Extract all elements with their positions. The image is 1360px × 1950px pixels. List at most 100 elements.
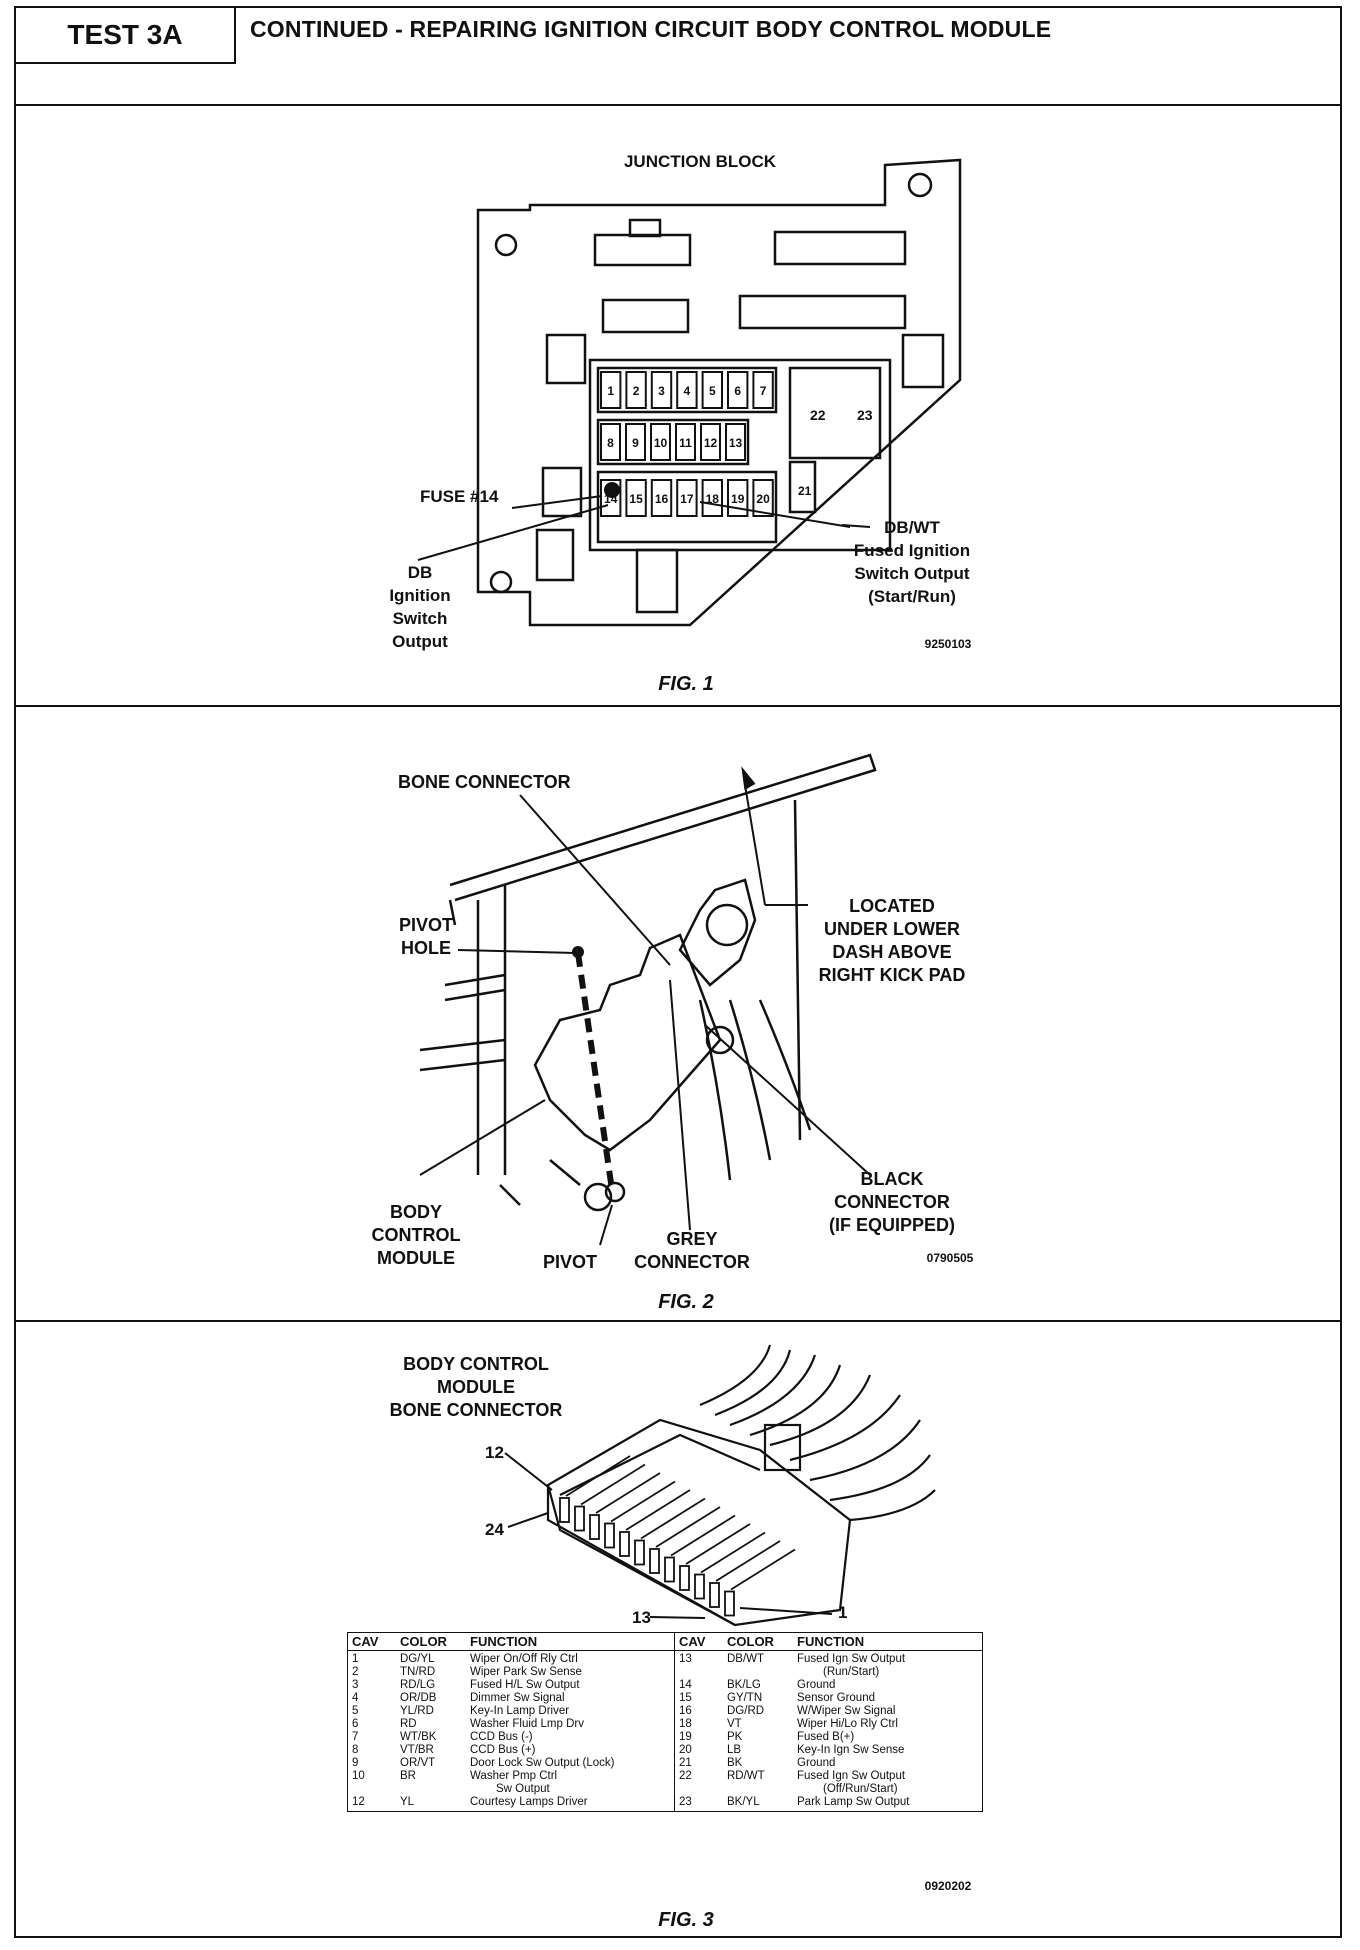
pinout-cav: 19 bbox=[679, 1731, 692, 1743]
panel-divider-2 bbox=[14, 1320, 1342, 1322]
connector-cavity bbox=[679, 1565, 690, 1591]
located-line-4: RIGHT KICK PAD bbox=[819, 965, 966, 985]
pinout-color: YL/RD bbox=[400, 1705, 434, 1717]
pivot-hole-line-2: HOLE bbox=[401, 938, 451, 958]
fuse-16-number: 16 bbox=[655, 492, 669, 506]
pinout-color: BK/YL bbox=[727, 1796, 760, 1808]
connector-rib bbox=[715, 1540, 781, 1582]
pinout-cav bbox=[679, 1666, 727, 1679]
pinout-function: (Off/Run/Start) bbox=[823, 1783, 898, 1795]
fuse-17-slot bbox=[676, 479, 698, 517]
pinout-row-left: 2 TN/RD Wiper Park Sw Sense bbox=[352, 1666, 670, 1679]
pinout-color: LB bbox=[727, 1744, 742, 1756]
fuse-1-slot bbox=[600, 371, 622, 409]
pinout-function: Fused Ign Sw Output bbox=[797, 1770, 906, 1782]
fuse-22-label: 22 bbox=[810, 407, 826, 423]
pinout-color: DB/WT bbox=[727, 1653, 765, 1665]
pin-1-label: 1 bbox=[838, 1603, 847, 1622]
pinout-function: Door Lock Sw Output (Lock) bbox=[470, 1757, 615, 1769]
page-title: CONTINUED - REPAIRING IGNITION CIRCUIT B… bbox=[250, 16, 1052, 42]
pinout-cav: 5 bbox=[352, 1705, 359, 1717]
pinout-color: TN/RD bbox=[400, 1666, 436, 1678]
pinout-cav: 10 bbox=[352, 1770, 365, 1782]
fuse-7-slot bbox=[752, 371, 774, 409]
pinout-color: RD/WT bbox=[727, 1770, 765, 1782]
fuse-23-label: 23 bbox=[857, 407, 873, 423]
connector-cavity bbox=[574, 1505, 585, 1532]
pinout-function: Wiper Park Sw Sense bbox=[470, 1666, 582, 1678]
pivot-hole-line-1: PIVOT bbox=[399, 915, 453, 935]
pin-12-label: 12 bbox=[485, 1443, 504, 1462]
pinout-color: PK bbox=[727, 1731, 743, 1743]
pinout-cav: 8 bbox=[352, 1744, 359, 1756]
right-callout-line-2: Fused Ignition bbox=[854, 541, 970, 560]
figure-3-caption: FIG. 3 bbox=[658, 1909, 714, 1931]
pin-13-label: 13 bbox=[632, 1608, 651, 1627]
pinout-function: CCD Bus (+) bbox=[470, 1744, 536, 1756]
bcm-line-3: MODULE bbox=[377, 1248, 455, 1268]
pinout-cav: 14 bbox=[679, 1679, 692, 1691]
left-callout-line-3: Switch bbox=[393, 609, 448, 628]
pinout-row-right: (Run/Start) bbox=[679, 1666, 978, 1679]
figure-2-bcm-location: BONE CONNECTOR LOCATED UNDER LOWER DASH … bbox=[372, 753, 974, 1313]
pinout-cav: 2 bbox=[352, 1666, 359, 1678]
connector-cavity bbox=[709, 1582, 720, 1608]
panel-divider-1 bbox=[14, 705, 1342, 707]
pivot-dashed-line bbox=[575, 952, 615, 1191]
connector-cavity bbox=[619, 1531, 630, 1557]
pinout-cav: 13 bbox=[679, 1653, 692, 1665]
pinout-function: Sw Output bbox=[496, 1783, 550, 1795]
black-connector-line-3: (IF EQUIPPED) bbox=[829, 1215, 955, 1235]
pinout-function: Ground bbox=[797, 1757, 836, 1769]
pinout-function: Dimmer Sw Signal bbox=[470, 1692, 565, 1704]
color-header-right: COLOR bbox=[727, 1634, 774, 1649]
connector-rib bbox=[730, 1548, 796, 1591]
pinout-function: Fused H/L Sw Output bbox=[470, 1679, 580, 1691]
fuse-14-marker bbox=[604, 482, 620, 498]
bone-connector-label: BONE CONNECTOR bbox=[398, 772, 571, 792]
cav-header-left: CAV bbox=[352, 1634, 379, 1649]
pinout-function: Fused B(+) bbox=[797, 1731, 855, 1743]
pinout-function: Ground bbox=[797, 1679, 836, 1691]
fuse-14-label: FUSE #14 bbox=[420, 487, 499, 506]
fig3-title-line-3: BONE CONNECTOR bbox=[390, 1400, 563, 1420]
figure-3-code: 0920202 bbox=[925, 1879, 972, 1893]
connector-rib bbox=[640, 1497, 706, 1540]
fuse-21-label: 21 bbox=[798, 484, 812, 498]
pinout-color: VT/BR bbox=[400, 1744, 434, 1756]
black-connector-line-2: CONNECTOR bbox=[834, 1192, 950, 1212]
function-header-left: FUNCTION bbox=[470, 1634, 538, 1649]
figure-1-caption: FIG. 1 bbox=[658, 673, 714, 695]
fuse-5-number: 5 bbox=[709, 384, 716, 398]
left-callout-line-4: Output bbox=[392, 632, 448, 651]
black-connector-line-1: BLACK bbox=[861, 1169, 924, 1189]
connector-rib bbox=[565, 1455, 631, 1497]
pinout-function: Sensor Ground bbox=[797, 1692, 875, 1704]
fuse-14-slot bbox=[600, 479, 622, 517]
located-line-3: DASH ABOVE bbox=[832, 942, 951, 962]
pinout-color bbox=[400, 1783, 470, 1796]
pinout-cav: 20 bbox=[679, 1744, 692, 1756]
pinout-cav: 1 bbox=[352, 1653, 359, 1665]
page-frame bbox=[14, 6, 1342, 1938]
pinout-function: CCD Bus (-) bbox=[470, 1731, 533, 1743]
pinout-row-right: (Off/Run/Start) bbox=[679, 1783, 978, 1796]
connector-rib bbox=[595, 1472, 661, 1514]
fuse-9-number: 9 bbox=[632, 436, 639, 450]
fuse-18-slot bbox=[701, 479, 723, 517]
pinout-function: Washer Pmp Ctrl bbox=[470, 1770, 558, 1782]
fuse-3-number: 3 bbox=[658, 384, 665, 398]
pinout-cav bbox=[352, 1783, 400, 1796]
pinout-cav: 21 bbox=[679, 1757, 692, 1769]
fuse-7-number: 7 bbox=[760, 384, 767, 398]
fuse-2-slot bbox=[625, 371, 647, 409]
